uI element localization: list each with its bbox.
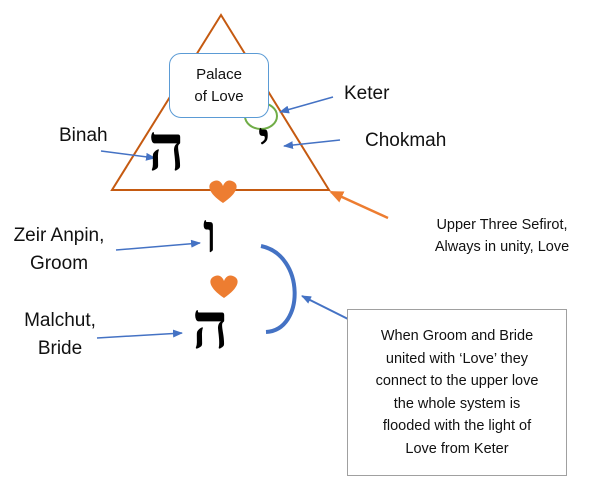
note-line: When Groom and Bride <box>380 328 534 344</box>
label-chokmah: Chokmah <box>365 130 447 151</box>
label-binah: Binah <box>59 125 108 146</box>
upper-line-1: Upper Three Sefirot, <box>436 217 568 233</box>
unity-arc <box>260 244 297 334</box>
label-upper-three-sefirot: Upper Three Sefirot, Always in unity, Lo… <box>422 214 582 258</box>
arrow-binah <box>100 150 156 161</box>
note-box: When Groom and Bride united with ‘Love’ … <box>347 309 567 476</box>
note-line: united with ‘Love’ they <box>385 350 529 367</box>
letter-heh-lower: ה <box>192 289 229 364</box>
zeir-line-2: Groom <box>29 253 89 274</box>
heart-icon-upper <box>209 180 237 203</box>
note-line: flooded with the light of <box>382 418 532 434</box>
arrow-keter <box>279 96 334 114</box>
arrow-malchut <box>96 329 183 339</box>
arrow-zeir-anpin <box>115 239 201 251</box>
palace-line-2: of Love <box>194 87 244 105</box>
upper-line-2: Always in unity, Love <box>434 239 570 255</box>
note-line: the whole system is <box>393 395 521 412</box>
palace-line-1: Palace <box>196 65 242 83</box>
letter-vav: ו <box>203 201 217 265</box>
malchut-line-1: Malchut, <box>24 310 96 331</box>
note-line: connect to the upper love <box>375 373 539 389</box>
palace-of-love-box: Palace of Love <box>169 53 269 118</box>
note-line: Love from Keter <box>405 440 509 457</box>
heart-icon-lower <box>210 275 238 298</box>
zeir-line-1: Zeir Anpin, <box>13 225 105 246</box>
malchut-line-2: Bride <box>37 338 83 359</box>
label-keter: Keter <box>344 83 390 104</box>
arrow-chokmah <box>283 139 341 150</box>
letter-heh-upper: ה <box>148 111 185 186</box>
label-zeir-anpin: Zeir Anpin, Groom <box>6 222 112 278</box>
label-malchut: Malchut, Bride <box>18 307 102 363</box>
letter-yud: י <box>258 112 271 166</box>
arrow-upper-sefirot <box>329 190 389 220</box>
